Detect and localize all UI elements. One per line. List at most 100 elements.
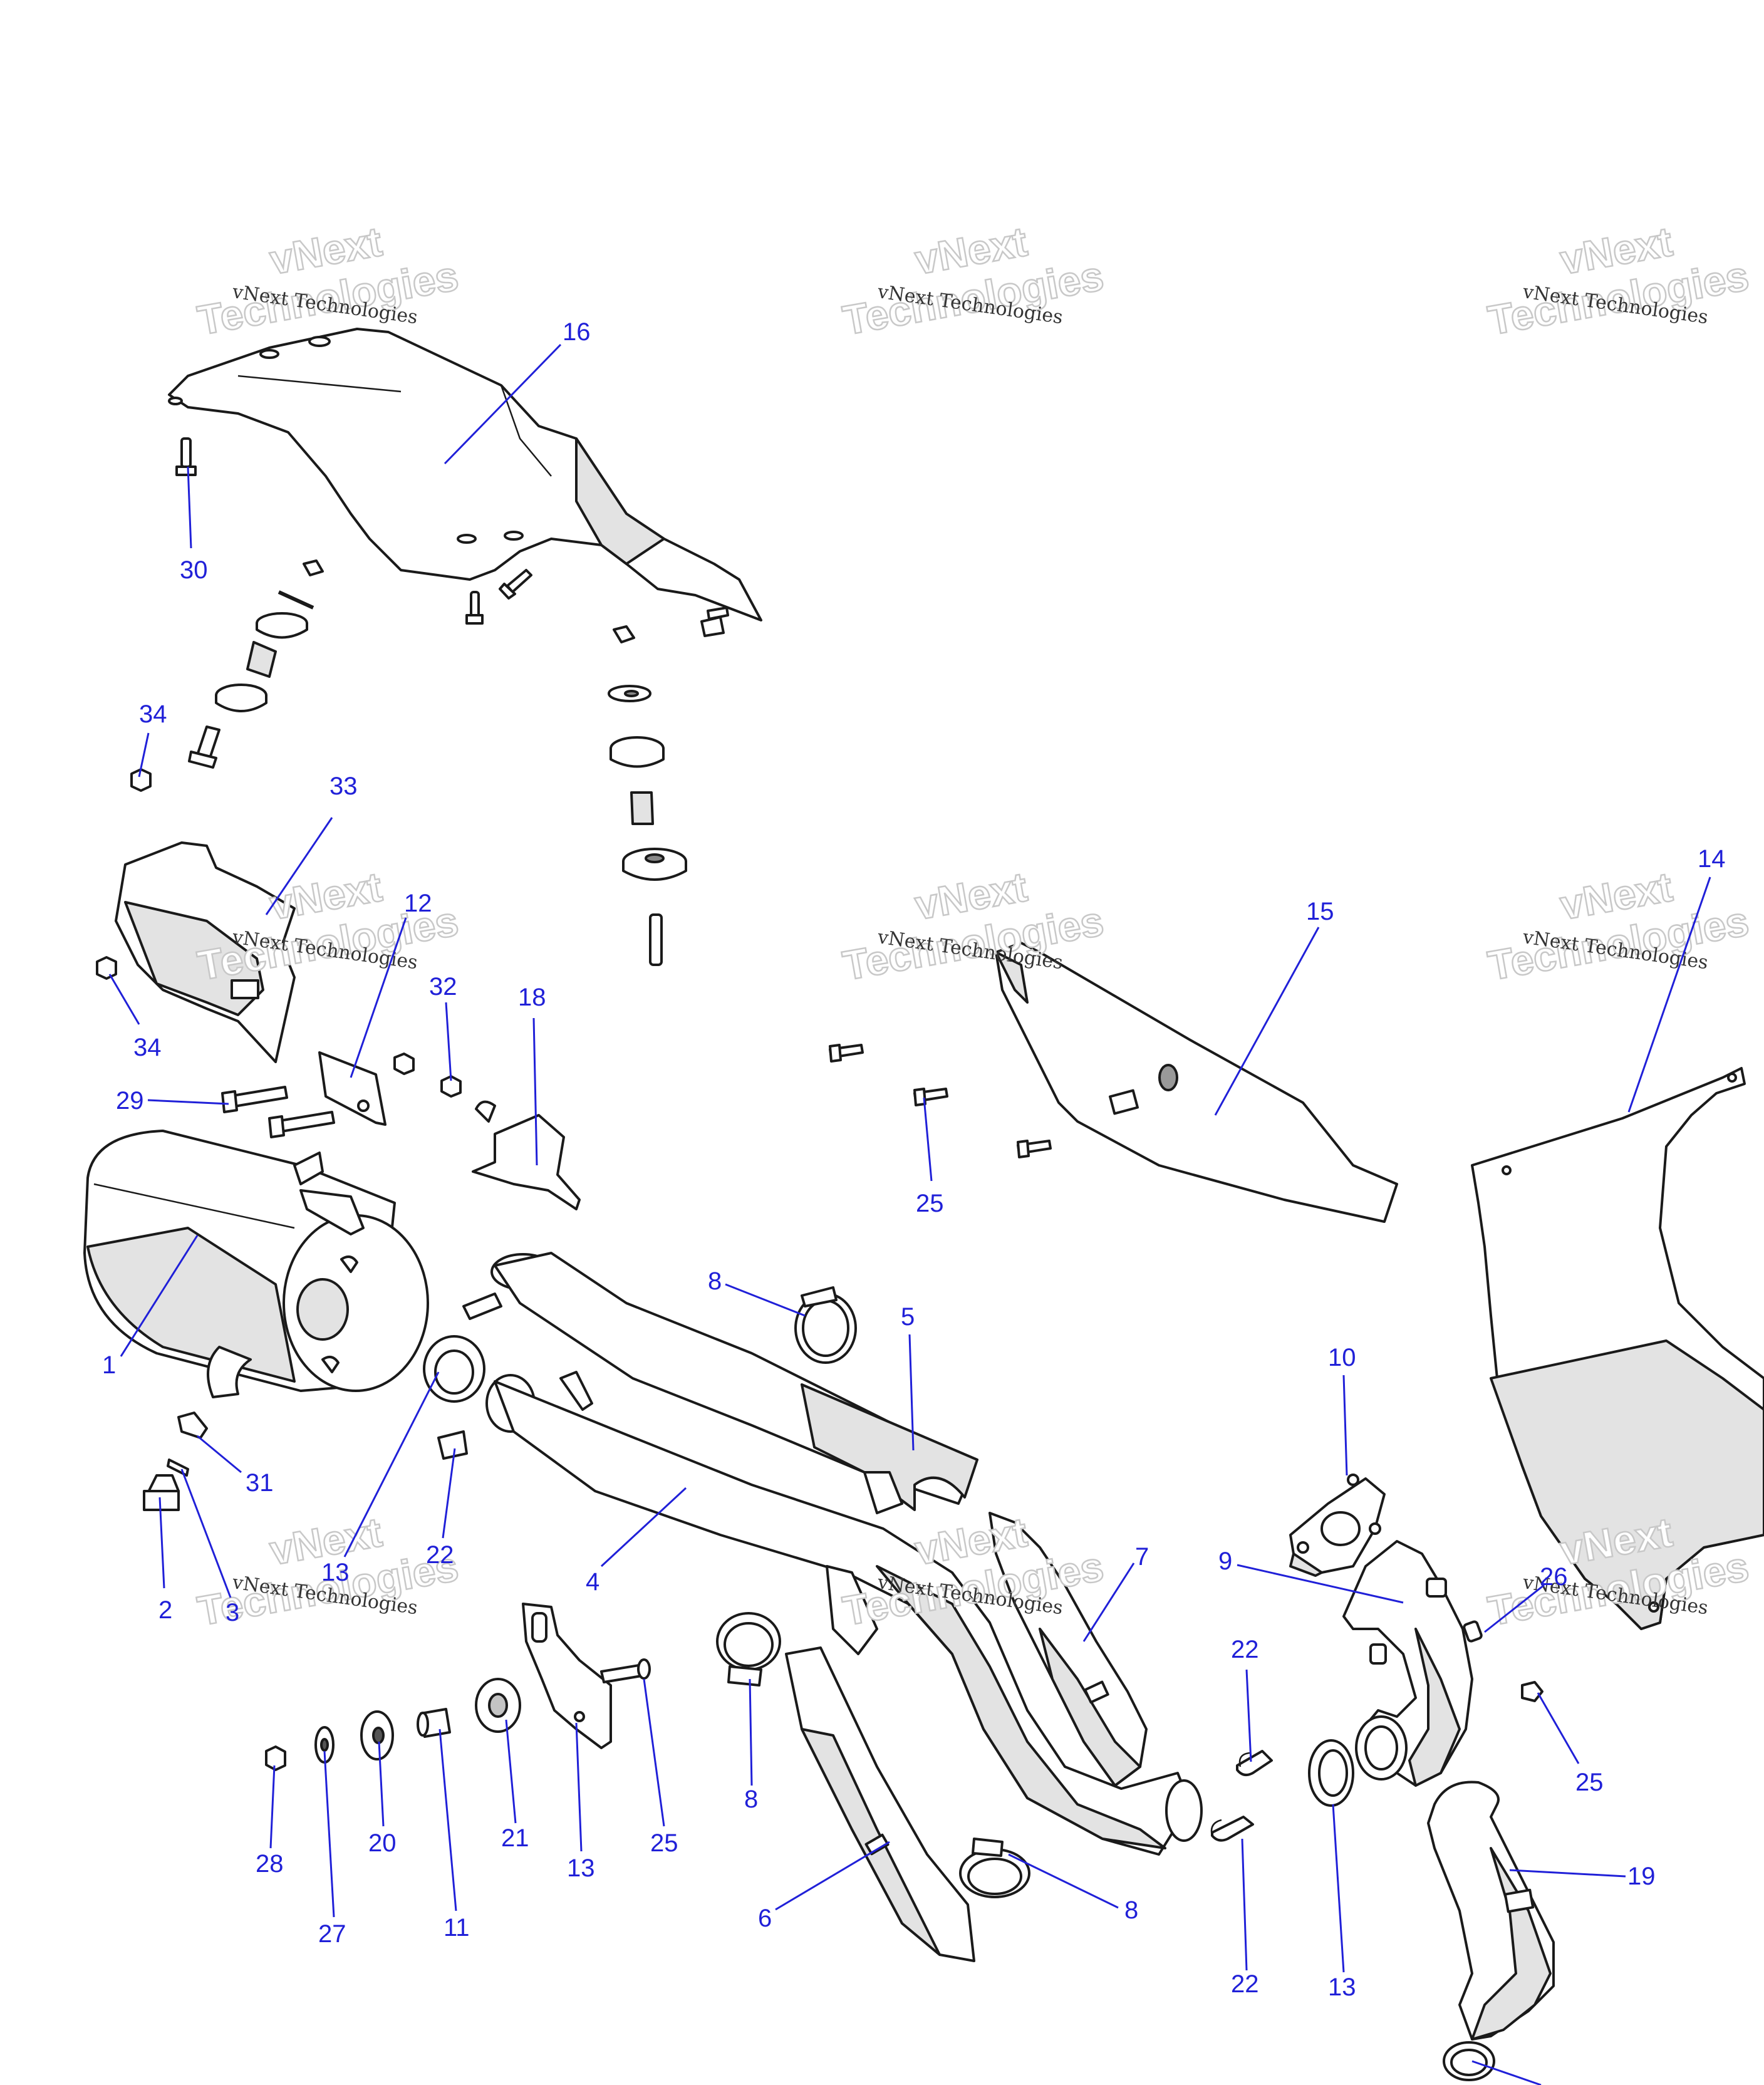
part-13-gasket-left [423, 1335, 485, 1403]
callout-34: 34 [139, 700, 167, 728]
callout-25: 25 [1575, 1769, 1604, 1796]
callout-30: 27 [318, 1920, 346, 1948]
callout-11: 11 [444, 1914, 470, 1942]
watermark: vNext Technologies [1484, 217, 1753, 345]
callout-5: 5 [901, 1303, 915, 1331]
leader-10 [1342, 1375, 1348, 1476]
part-30-washer [314, 1726, 335, 1764]
part-shield-bolts [465, 569, 729, 637]
leader-15 [1627, 876, 1711, 1113]
callout-8: 8 [744, 1786, 758, 1813]
callout-26: 26 [1540, 1563, 1568, 1591]
parts-layer [83, 328, 1764, 2081]
leader-11 [438, 1729, 457, 1911]
leader-5 [908, 1334, 915, 1451]
callout-28: 30 [180, 556, 208, 584]
leader-13b [1332, 1804, 1345, 1973]
part-32-nuts [393, 1053, 462, 1098]
callout-18: 18 [518, 984, 546, 1011]
part-9-manifold [1342, 1540, 1483, 1787]
callout-27: 29 [116, 1087, 144, 1115]
part-34-nuts [96, 768, 152, 980]
callout-15: 14 [1698, 845, 1726, 873]
callout-25: 25 [916, 1190, 944, 1217]
part-right-mount-stack [608, 625, 687, 966]
part-19-upper-heat-shield [168, 328, 762, 621]
leader-7 [1082, 1562, 1135, 1642]
callout-16: 15 [1306, 898, 1334, 925]
part-21-bushing [475, 1678, 521, 1733]
callout-8: 8 [708, 1267, 722, 1295]
callout-6: 6 [758, 1905, 772, 1932]
part-11-spacer [417, 1708, 451, 1738]
part-1-muffler [83, 1130, 429, 1398]
leader-25b [1537, 1692, 1580, 1764]
callout-19: 16 [563, 318, 591, 346]
callout-4: 4 [586, 1568, 599, 1596]
leader-22c [1241, 1838, 1248, 1971]
part-24-pin [600, 1658, 651, 1683]
callout-10: 10 [1328, 1344, 1356, 1371]
leader-22a [442, 1448, 456, 1539]
part-18-bracket [472, 1100, 581, 1210]
leader-4 [600, 1487, 687, 1568]
part-28-bolt [175, 437, 197, 476]
callout-22: 22 [1231, 1970, 1259, 1998]
part-left-mount-stack [188, 559, 324, 769]
part-20-washer [360, 1710, 394, 1760]
leader-8a [725, 1283, 806, 1317]
callout-7: 7 [1135, 1543, 1149, 1571]
callout-31: 31 [246, 1469, 274, 1497]
part-29-nut [265, 1745, 286, 1771]
leader-17 [1509, 1869, 1626, 1878]
callout-1: 1 [102, 1351, 116, 1379]
part-25-bolts [829, 1044, 1544, 1702]
callout-33: 33 [329, 772, 358, 800]
part-10-flange-gasket [1289, 1474, 1386, 1577]
leader-21 [505, 1719, 517, 1824]
leader-bottom [1471, 2060, 1542, 2085]
callout-34: 34 [133, 1034, 162, 1061]
leader-lines [108, 343, 1711, 2085]
part-bottom-clamp-partial [1443, 2041, 1495, 2081]
leader-6 [775, 1841, 890, 1911]
callout-20: 20 [368, 1829, 397, 1857]
leader-33 [265, 817, 333, 915]
part-15-big-shield [1471, 1067, 1764, 1630]
leader-29 [269, 1765, 276, 1849]
callout-12: 12 [404, 890, 432, 917]
callouts: 16 30 34 33 34 12 32 18 29 25 15 14 1 8 … [102, 318, 1726, 2001]
leader-20 [378, 1741, 385, 1827]
watermark: vNext Technologies [839, 217, 1108, 345]
leader-14 [575, 1722, 583, 1852]
callout-22: 22 [1231, 1636, 1259, 1663]
part-12-plate [318, 1051, 387, 1126]
part-8-clamp-bottom [959, 1838, 1030, 1898]
part-6-tail-pipe [785, 1646, 975, 1962]
part-33-bracket-shield [115, 841, 296, 1063]
part-8-clamp-mid [716, 1612, 781, 1687]
callout-3: 3 [226, 1599, 239, 1626]
leader-32 [445, 1002, 452, 1081]
callout-22: 22 [426, 1541, 454, 1569]
callout-13: 13 [1328, 1973, 1356, 2001]
leader-13a [343, 1371, 440, 1557]
part-8-clamp-top [794, 1286, 857, 1364]
callout-24: 25 [650, 1829, 678, 1857]
part-17-elbow [1427, 1781, 1555, 2041]
leader-16 [1214, 927, 1320, 1116]
part-13-gasket-right [1308, 1739, 1354, 1807]
callout-2: 2 [158, 1596, 172, 1624]
leader-28 [187, 466, 192, 549]
leader-2 [158, 1497, 165, 1589]
leader-19 [444, 343, 562, 465]
leader-30 [323, 1750, 335, 1918]
callout-14: 13 [567, 1854, 595, 1882]
leader-24 [643, 1678, 665, 1827]
callout-9: 9 [1218, 1547, 1232, 1575]
callout-21: 21 [501, 1824, 529, 1852]
callout-32: 32 [429, 973, 457, 1001]
callout-8: 8 [1124, 1896, 1138, 1924]
watermark: vNext Technologies [194, 217, 462, 345]
